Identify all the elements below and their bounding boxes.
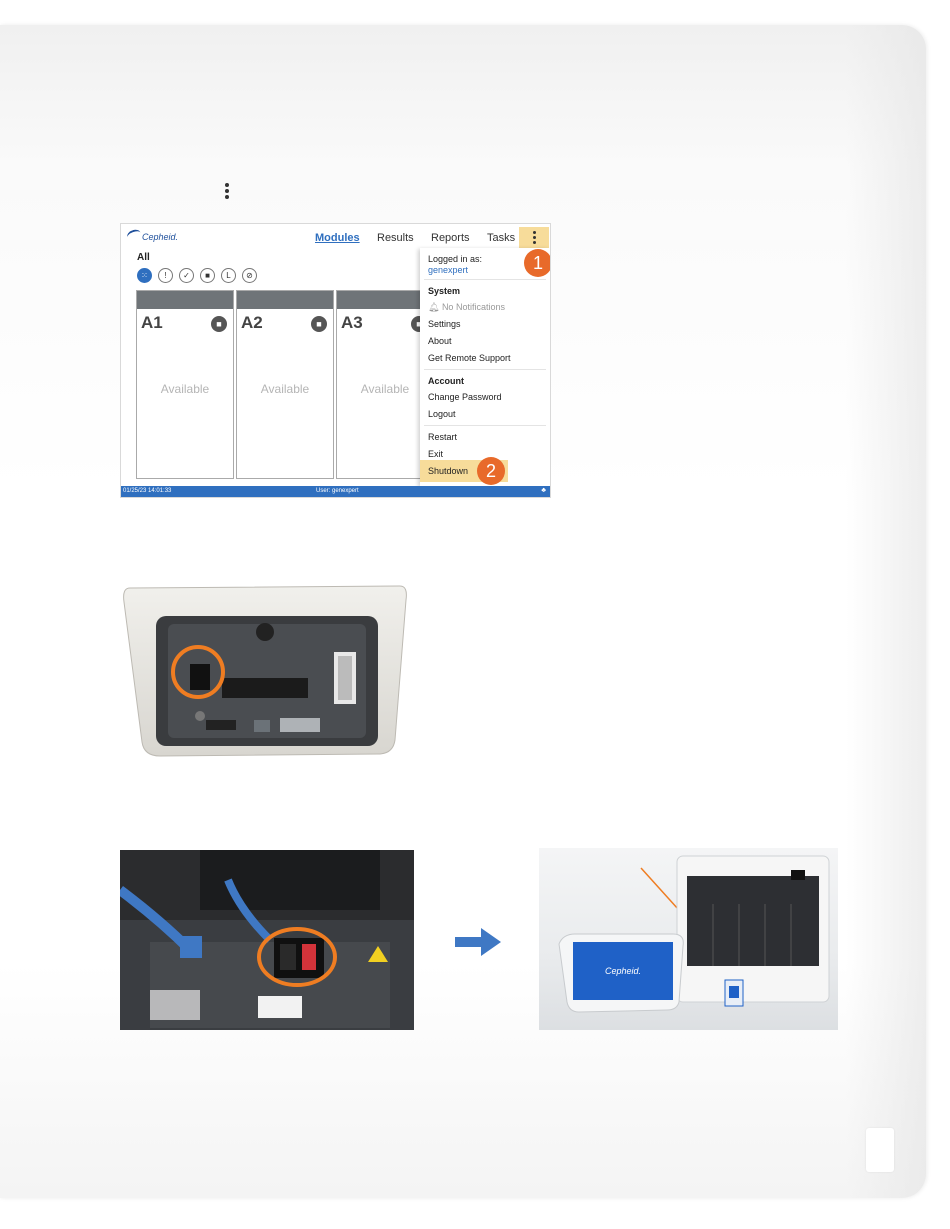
menu-item-settings[interactable]: Settings — [428, 319, 461, 329]
genexpert-system-photo: Cepheid. — [539, 848, 838, 1030]
logo-swoosh-icon — [126, 228, 143, 242]
stop-icon: ■ — [311, 316, 327, 332]
module-card-a1[interactable]: A1 ■ Available — [136, 290, 234, 479]
filter-bar: ⁙ ! ✓ ■ L ⊘ — [137, 268, 257, 283]
overflow-menu-button[interactable] — [519, 227, 549, 248]
status-datetime: 01/25/23 14:01:33 — [123, 488, 171, 494]
status-user: User: genexpert — [316, 488, 359, 494]
alert-icon[interactable]: ! — [158, 268, 173, 283]
kebab-icon — [533, 231, 536, 234]
grid-icon[interactable]: ⁙ — [137, 268, 152, 283]
clock-icon[interactable]: L — [221, 268, 236, 283]
menu-item-logout[interactable]: Logout — [428, 409, 456, 419]
menu-item-exit[interactable]: Exit — [428, 449, 443, 459]
module-header — [137, 291, 233, 309]
module-status: Available — [137, 382, 233, 396]
status-bar: 01/25/23 14:01:33 User: genexpert ♣ — [121, 486, 550, 497]
tablet-back-illustration — [120, 580, 410, 760]
kebab-menu-icon — [222, 183, 232, 203]
menu-item-shutdown[interactable]: Shutdown — [428, 466, 468, 476]
stop-icon: ■ — [211, 316, 227, 332]
menu-section-system: System — [428, 286, 460, 296]
module-name: A1 — [141, 313, 163, 333]
system-brand-text: Cepheid. — [605, 966, 641, 976]
module-back-photo — [120, 850, 414, 1030]
menu-divider — [424, 425, 546, 426]
module-name: A2 — [241, 313, 263, 333]
menu-item-change-password[interactable]: Change Password — [428, 392, 502, 402]
menu-section-account: Account — [428, 376, 464, 386]
notifications-item: 🔔︎ No Notifications — [428, 302, 505, 313]
module-name: A3 — [341, 313, 363, 333]
module-card-a2[interactable]: A2 ■ Available — [236, 290, 334, 479]
tab-tasks[interactable]: Tasks — [487, 232, 515, 244]
menu-item-restart[interactable]: Restart — [428, 432, 457, 442]
menu-divider — [424, 369, 546, 370]
tab-results[interactable]: Results — [377, 232, 414, 244]
module-header — [337, 291, 433, 309]
module-status: Available — [237, 382, 333, 396]
cepheid-logo: Cepheid. — [127, 230, 178, 242]
logo-text: Cepheid. — [142, 232, 178, 242]
menu-item-remote-support[interactable]: Get Remote Support — [428, 353, 511, 363]
network-icon: ♣ — [541, 487, 546, 494]
filter-label: All — [137, 252, 150, 263]
logged-in-label: Logged in as: — [428, 254, 482, 264]
tab-modules[interactable]: Modules — [315, 232, 360, 244]
cancel-icon[interactable]: ⊘ — [242, 268, 257, 283]
callout-badge-2: 2 — [477, 457, 505, 485]
ui-screenshot: Cepheid. Modules Results Reports Tasks A… — [120, 223, 551, 498]
bell-icon: 🔔︎ — [428, 302, 442, 312]
module-header — [237, 291, 333, 309]
stop-icon[interactable]: ■ — [200, 268, 215, 283]
callout-badge-1: 1 — [524, 249, 551, 277]
module-status: Available — [337, 382, 433, 396]
top-bar: Cepheid. Modules Results Reports Tasks — [121, 224, 550, 248]
tab-reports[interactable]: Reports — [431, 232, 470, 244]
menu-divider — [424, 279, 546, 280]
system-illustration: Cepheid. — [539, 848, 838, 1030]
overflow-menu: Logged in as: genexpert System 🔔︎ No Not… — [420, 248, 550, 486]
check-icon[interactable]: ✓ — [179, 268, 194, 283]
tablet-back-photo — [120, 580, 410, 760]
page-edge — [846, 25, 926, 1198]
arrow-right-icon — [455, 928, 501, 956]
menu-item-about[interactable]: About — [428, 336, 452, 346]
power-switch-illustration — [120, 850, 414, 1030]
page-number-box — [866, 1128, 894, 1172]
username: genexpert — [428, 265, 468, 275]
